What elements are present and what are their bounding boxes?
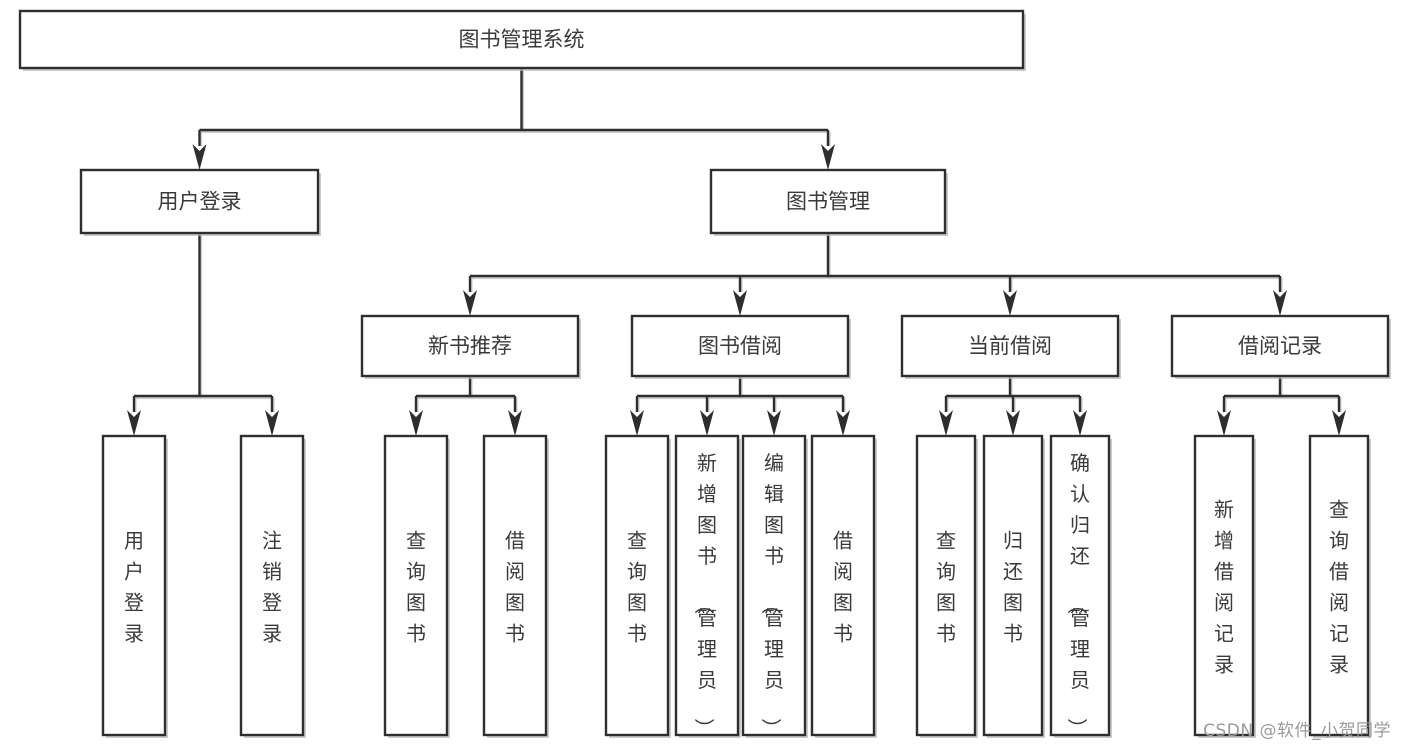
node-new-book-rec[interactable]: 新书推荐	[360, 314, 581, 379]
node-label: 注销登录	[262, 529, 282, 646]
node-outline	[18, 9, 1025, 70]
node-book-manage[interactable]: 图书管理	[709, 168, 948, 236]
node-outline	[1308, 434, 1370, 737]
node-borrow-record[interactable]: 借阅记录	[1170, 314, 1391, 379]
node-book-borrow[interactable]: 图书借阅	[630, 314, 851, 379]
node-user-login[interactable]: 用户登录	[79, 168, 321, 236]
nodes-layer: 图书管理系统用户登录图书管理新书推荐图书借阅当前借阅借阅记录用户登录注销登录查询…	[18, 9, 1391, 738]
node-label: 借阅记录	[1238, 334, 1322, 358]
node-label: 新增借阅记录	[1214, 498, 1234, 677]
node-outline	[604, 434, 670, 737]
node-leaf-query-book-1[interactable]: 查询图书	[383, 434, 450, 738]
node-outline	[79, 168, 320, 235]
node-label: 用户登录	[124, 529, 144, 646]
node-outline	[101, 434, 167, 737]
node-leaf-confirm-return[interactable]: 确认归还（管理员）	[1049, 434, 1112, 738]
node-leaf-user-login[interactable]: 用户登录	[101, 434, 168, 738]
node-label: 查询借阅记录	[1329, 498, 1349, 677]
node-label: 确认归还（管理员）	[1065, 451, 1090, 738]
node-outline	[1170, 314, 1390, 378]
node-leaf-borrow-book-2[interactable]: 借阅图书	[810, 434, 877, 738]
node-label: 查询图书	[936, 529, 956, 646]
node-leaf-logout[interactable]: 注销登录	[239, 434, 306, 738]
node-leaf-return-book[interactable]: 归还图书	[982, 434, 1045, 738]
node-label: 当前借阅	[968, 334, 1052, 358]
node-outline	[741, 434, 807, 737]
node-label: 查询图书	[627, 529, 647, 646]
node-outline	[482, 434, 548, 737]
node-root[interactable]: 图书管理系统	[18, 9, 1026, 71]
node-outline	[915, 434, 977, 737]
node-label: 新书推荐	[428, 334, 512, 358]
node-current-borrow[interactable]: 当前借阅	[900, 314, 1121, 379]
node-outline	[709, 168, 947, 235]
node-label: 新增图书（管理员）	[692, 451, 717, 738]
node-leaf-edit-book[interactable]: 编辑图书（管理员）	[741, 434, 808, 738]
node-label: 图书管理系统	[459, 28, 585, 52]
node-outline	[630, 314, 850, 378]
node-label: 图书管理	[786, 190, 870, 214]
edges-layer	[127, 68, 1346, 436]
node-leaf-query-book-3[interactable]: 查询图书	[915, 434, 978, 738]
node-label: 归还图书	[1003, 529, 1023, 646]
node-outline	[360, 314, 580, 378]
node-outline	[982, 434, 1044, 737]
node-leaf-add-book[interactable]: 新增图书（管理员）	[674, 434, 741, 738]
node-outline	[1193, 434, 1255, 737]
node-label: 编辑图书（管理员）	[759, 451, 784, 738]
node-label: 查询图书	[406, 529, 426, 646]
node-label: 借阅图书	[505, 529, 525, 646]
node-outline	[900, 314, 1120, 378]
node-outline	[810, 434, 876, 737]
node-label: 图书借阅	[698, 334, 782, 358]
node-outline	[1049, 434, 1111, 737]
node-outline	[239, 434, 305, 737]
node-leaf-query-book-2[interactable]: 查询图书	[604, 434, 671, 738]
node-label: 借阅图书	[833, 529, 853, 646]
node-label: 用户登录	[158, 190, 242, 214]
node-leaf-borrow-book-1[interactable]: 借阅图书	[482, 434, 549, 738]
node-leaf-add-record[interactable]: 新增借阅记录	[1193, 434, 1256, 738]
node-outline	[383, 434, 449, 737]
node-leaf-query-record[interactable]: 查询借阅记录	[1308, 434, 1371, 738]
node-outline	[674, 434, 740, 737]
